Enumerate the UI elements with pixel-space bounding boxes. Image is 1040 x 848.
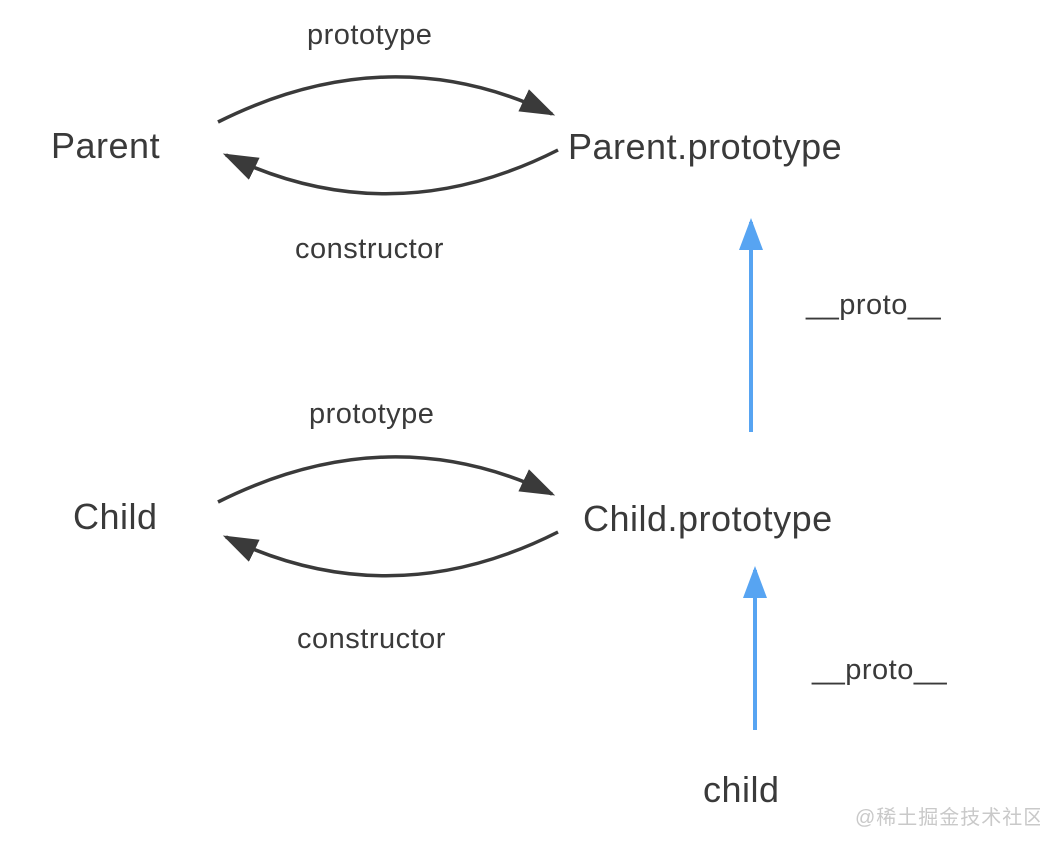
child-proto-edge-label: __proto__ (812, 654, 948, 686)
parent-constructor-edge-label: constructor (295, 233, 444, 265)
parent-constructor-arrow (222, 148, 559, 196)
parent-node-label: Parent (51, 125, 161, 166)
parent-prototype-node-label: Parent.prototype (568, 126, 843, 167)
parent-proto-edge-label: __proto__ (806, 289, 942, 321)
child-prototype-arrow (217, 455, 556, 504)
parent-prototype-edge-label: prototype (307, 19, 433, 51)
parent-prototype-arrow (217, 75, 556, 124)
child-prototype-edge-label: prototype (309, 398, 435, 430)
watermark-text: @稀土掘金技术社区 (855, 807, 1040, 829)
child-constructor-arrow (222, 530, 559, 578)
child-prototype-node-label: Child.prototype (583, 498, 833, 539)
child-node-label: Child (73, 496, 158, 537)
child-constructor-edge-label: constructor (297, 623, 446, 655)
child-instance-label: child (703, 769, 780, 810)
